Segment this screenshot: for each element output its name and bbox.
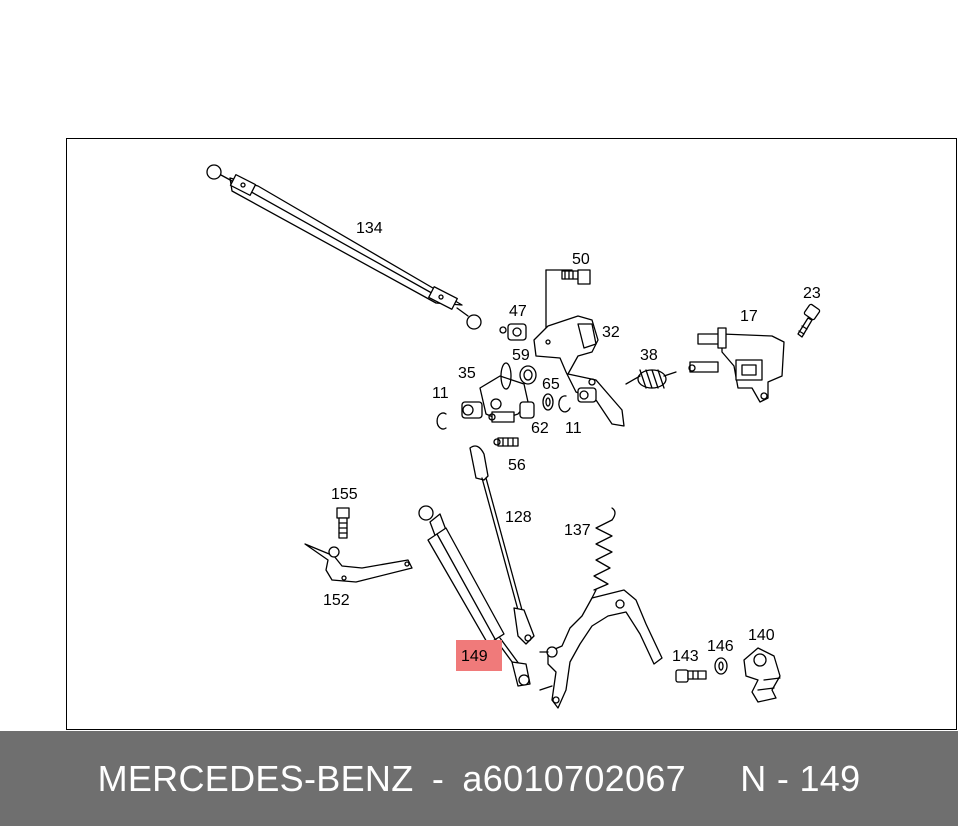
part-149-gas-strut	[418, 505, 531, 687]
part-38-spring	[625, 369, 677, 389]
label-137: 137	[564, 522, 591, 539]
part-143-bolt	[675, 669, 707, 683]
part-152-plate	[304, 543, 413, 583]
part-50-bolt	[545, 269, 591, 329]
page-reference: N - 149	[740, 758, 861, 799]
label-32: 32	[602, 324, 620, 341]
label-59: 59	[512, 347, 530, 364]
label-146: 146	[707, 638, 734, 655]
label-11-left: 11	[432, 385, 449, 402]
label-134: 134	[356, 220, 383, 237]
label-149: 149	[461, 648, 488, 665]
label-62: 62	[531, 420, 549, 437]
label-56: 56	[508, 457, 526, 474]
label-143: 143	[672, 648, 699, 665]
label-155: 155	[331, 486, 358, 503]
label-128: 128	[505, 509, 532, 526]
part-number: a6010702067	[462, 758, 686, 799]
label-38: 38	[640, 347, 658, 364]
label-47: 47	[509, 303, 527, 320]
part-11-circlip-left	[436, 412, 447, 430]
part-155-screw	[336, 507, 350, 539]
part-134-linkage-rod	[206, 164, 482, 330]
label-35: 35	[458, 365, 476, 382]
part-65-washer	[519, 393, 554, 419]
label-152: 152	[323, 592, 350, 609]
footer-caption: MERCEDES-BENZ - a6010702067 N - 149	[0, 731, 958, 826]
part-128-push-rod	[469, 445, 535, 645]
part-17-mounting-bracket	[688, 327, 785, 403]
part-62-bolt	[488, 411, 515, 423]
part-56-screw	[493, 437, 519, 447]
part-11-circlip-right	[558, 395, 571, 413]
part-137-spring	[587, 507, 616, 607]
part-labels: 134 50 47 32 17 23 59 38 35 65 11 62 11 …	[323, 220, 821, 665]
label-11-right: 11	[565, 420, 582, 437]
label-65: 65	[542, 376, 560, 393]
highlight-box-149	[456, 640, 502, 671]
footer-bar: MERCEDES-BENZ - a6010702067 N - 149	[0, 731, 958, 826]
part-146-washer	[714, 657, 728, 675]
brand-separator: -	[431, 758, 445, 799]
label-23: 23	[803, 285, 821, 302]
part-23-screw	[797, 303, 821, 338]
brand-name: MERCEDES-BENZ	[97, 758, 414, 799]
label-50: 50	[572, 251, 590, 268]
part-47-nut	[499, 323, 527, 341]
label-17: 17	[740, 308, 758, 325]
part-lever	[539, 589, 663, 709]
label-140: 140	[748, 627, 775, 644]
parts-diagram-frame	[66, 138, 957, 730]
part-32-bracket	[533, 315, 625, 427]
part-140-clip	[743, 647, 781, 703]
part-59-bushing	[519, 365, 537, 385]
parts-diagram: 134 50 47 32 17 23 59 38 35 65 11 62 11 …	[206, 164, 821, 709]
